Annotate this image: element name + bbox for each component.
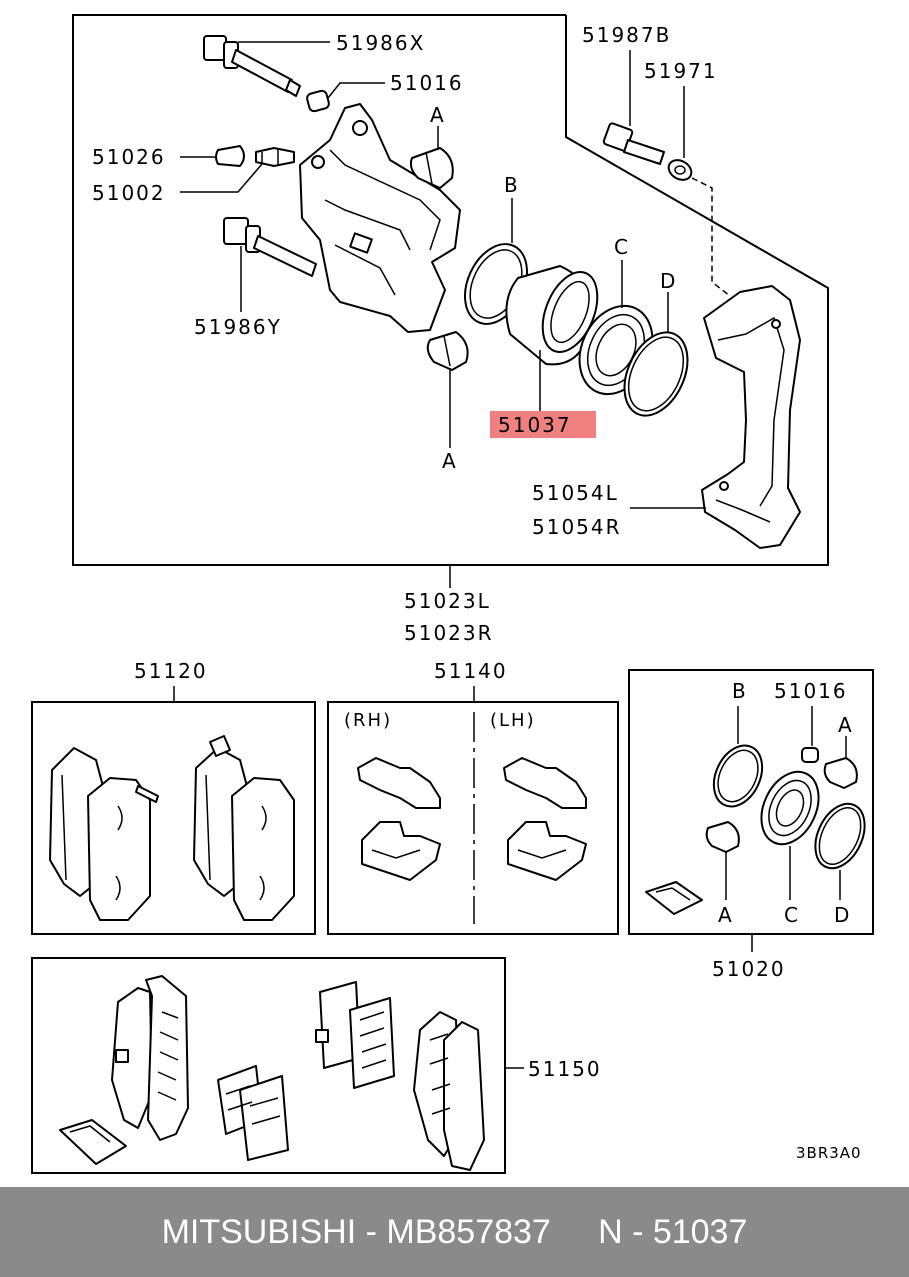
guide-pin-51986x xyxy=(203,35,301,97)
label-kit-a-right: A xyxy=(838,713,854,737)
highlight-51037 xyxy=(490,411,596,438)
label-kit-d: D xyxy=(834,903,851,927)
kit-ring-d xyxy=(814,802,866,870)
label-51002: 51002 xyxy=(92,181,166,205)
guide-pin-51986y xyxy=(223,217,317,277)
label-c: C xyxy=(614,235,630,259)
label-51054l: 51054L xyxy=(532,481,619,505)
caliper-assembly-frame xyxy=(72,14,829,566)
label-lh: (LH) xyxy=(490,710,536,731)
kit-boot-c xyxy=(760,770,820,846)
label-kit-51016: 51016 xyxy=(774,679,848,703)
label-b: B xyxy=(504,173,520,197)
pad-kit-51150-frame xyxy=(31,957,506,1174)
footer-bar: MITSUBISHI - MB857837 N - 51037 xyxy=(0,1187,909,1277)
label-51023l: 51023L xyxy=(404,589,491,613)
caliper-body xyxy=(299,103,461,333)
pad-kit-51150 xyxy=(59,975,485,1171)
clips-rh xyxy=(357,757,441,881)
label-d: D xyxy=(660,269,677,293)
label-51054r: 51054R xyxy=(532,515,622,539)
ring-d xyxy=(623,331,689,417)
bolt-51987b xyxy=(602,122,665,165)
label-51986y: 51986Y xyxy=(194,315,282,339)
caliper-support-51054 xyxy=(701,285,801,549)
label-rh: (RH) xyxy=(344,710,392,731)
parts-diagram: 51986X 51016 51026 51002 51986Y 51987B 5… xyxy=(31,14,874,1174)
sleeve-51016 xyxy=(306,89,330,113)
label-51987b: 51987B xyxy=(582,23,671,47)
kit-boot-a-right xyxy=(823,757,858,789)
boot-a-upper xyxy=(409,147,454,189)
kit-sleeve-51016 xyxy=(801,747,819,763)
label-51150: 51150 xyxy=(528,1057,602,1081)
boot-a-lower xyxy=(426,331,469,371)
cap-51026 xyxy=(215,145,245,167)
washer-51971 xyxy=(667,159,693,181)
label-a-lower: A xyxy=(442,449,458,473)
label-51986x: 51986X xyxy=(336,31,425,55)
label-kit-a-left: A xyxy=(718,903,734,927)
label-kit-b: B xyxy=(732,679,748,703)
clips-lh xyxy=(503,757,587,881)
label-kit-c: C xyxy=(784,903,800,927)
label-51971: 51971 xyxy=(644,59,718,83)
clip-set-51140-frame xyxy=(327,701,619,935)
footer-part-info: MITSUBISHI - MB857837 N - 51037 xyxy=(161,1212,748,1251)
label-51016: 51016 xyxy=(390,71,464,95)
drawing-code: 3BR3A0 xyxy=(796,1144,862,1162)
bleeder-51002 xyxy=(255,147,295,167)
kit-seal-b xyxy=(712,744,764,808)
label-51020: 51020 xyxy=(712,957,786,981)
seal-kit-51020-frame xyxy=(628,669,874,935)
label-51023r: 51023R xyxy=(404,621,494,645)
kit-grease-packet xyxy=(645,881,703,915)
label-51140: 51140 xyxy=(434,659,508,683)
brake-pads-51120 xyxy=(49,735,295,921)
label-51037: 51037 xyxy=(498,413,572,437)
piston-51037 xyxy=(505,265,599,366)
kit-boot-a-left xyxy=(705,821,740,853)
label-51026: 51026 xyxy=(92,145,166,169)
label-51120: 51120 xyxy=(134,659,208,683)
label-a-upper: A xyxy=(430,103,446,127)
